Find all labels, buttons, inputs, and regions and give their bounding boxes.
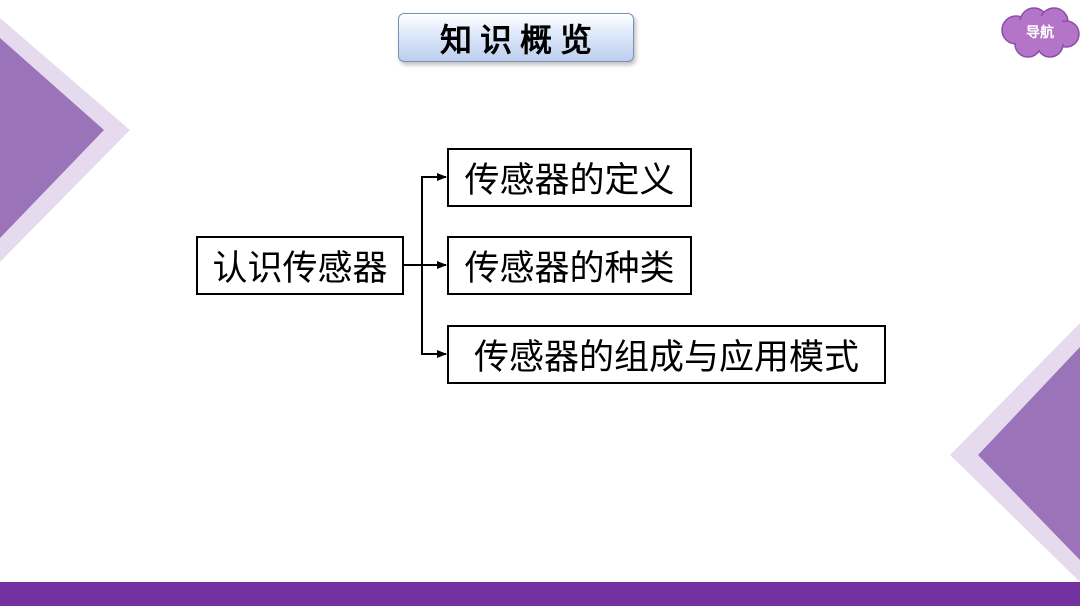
right-triangle-dark: [978, 347, 1080, 560]
bottom-accent-bar: [0, 582, 1080, 606]
nav-button[interactable]: 导航: [998, 6, 1080, 62]
page-title: 知识概览: [439, 20, 600, 59]
child-node-composition: 传感器的组成与应用模式: [447, 325, 886, 384]
page-title-box: 知识概览: [398, 13, 634, 62]
cloud-icon: [1001, 7, 1080, 58]
child-node-types: 传感器的种类: [447, 236, 692, 295]
child-node-definition: 传感器的定义: [447, 148, 692, 207]
nav-label: 导航: [1026, 25, 1054, 41]
left-triangle-dark: [0, 38, 104, 238]
root-node: 认识传感器: [196, 236, 404, 295]
